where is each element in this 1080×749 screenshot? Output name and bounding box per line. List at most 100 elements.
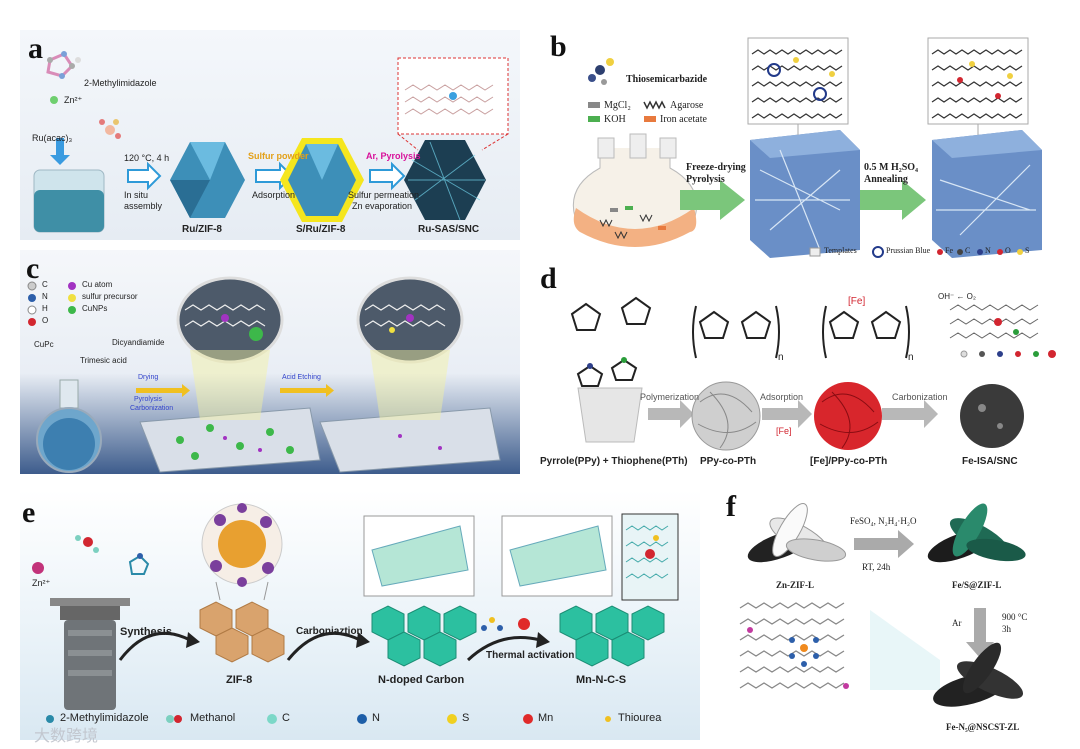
arrow-carbonization (288, 633, 360, 660)
panel-a: a (20, 30, 520, 240)
arrow-annealing-icon (860, 180, 926, 220)
mgcl2-swatch (588, 102, 600, 108)
b-reagent-iron-acetate: Iron acetate (660, 114, 707, 125)
small-molecules-icon (578, 357, 636, 386)
b-reagent-koh: KOH (604, 114, 626, 125)
panel-a-graphic (20, 30, 520, 240)
step3-reagent: Ar, Pyrolysis (366, 151, 421, 161)
f-product-fe-n5: Fe-N₅@NSCST-ZL (946, 722, 1019, 732)
ru-acac-molecule-icon (99, 119, 121, 139)
d-product-ppy-co-pth: PPy-co-PTh (700, 456, 756, 467)
c-legend-cunps: CuNPs (82, 304, 107, 313)
koh-swatch (588, 116, 600, 122)
thiophene-icon (622, 298, 650, 324)
zif8-crystals (200, 602, 284, 662)
c-legend-cu-atom: Cu atom (82, 280, 112, 289)
graphene-inset-1 (748, 38, 848, 124)
product-s-ru-zif8: S/Ru/ZIF-8 (296, 224, 345, 235)
porous-carbon-block-1 (750, 130, 860, 258)
n-doped-carbon-crystals (372, 606, 476, 666)
b-step2-line1: 0.5 M H₂SO₄ (864, 162, 918, 173)
c-legend-c: C (42, 280, 48, 289)
flask-icon (573, 134, 696, 247)
product-ru-zif8: Ru/ZIF-8 (182, 224, 222, 235)
porous-carbon-block-2 (932, 130, 1042, 258)
e-legend-n: N (372, 712, 380, 724)
d-step-adsorption: Adsorption (760, 392, 803, 402)
d-product-fe-isa: Fe-ISA/SNC (962, 456, 1018, 467)
fe-s-zif-l-leaves (924, 499, 1027, 569)
step3-note2: Zn evaporation (352, 201, 412, 211)
iron-acetate-swatch (644, 116, 656, 122)
f-step1-time: RT, 24h (862, 562, 890, 572)
b-legend-c: C (965, 246, 970, 255)
methylimidazole-molecule-icon (130, 553, 148, 574)
e-product-mn-n-c-s: Mn-N-C-S (576, 674, 626, 686)
panel-d: d (530, 262, 1070, 474)
mn-n-c-s-crystals (560, 606, 664, 666)
fe-isa-snc-ball (960, 384, 1024, 448)
reagent-zn: Zn²⁺ (64, 95, 82, 106)
b-legend-s: S (1025, 246, 1029, 255)
arrow-acid-etch (280, 388, 326, 393)
zoom-ellipse-1 (178, 278, 282, 362)
e-legend-mn: Mn (538, 712, 553, 724)
graphene-inset-2 (928, 38, 1028, 124)
d-step-carbonization: Carbonization (892, 392, 948, 402)
f-product-fe-s-zif-l: Fe/S@ZIF-L (952, 580, 1001, 590)
b-reagent-mgcl2: MgCl₂ (604, 100, 631, 111)
legend-templates-swatch (810, 248, 820, 256)
c-legend-o: O (42, 316, 48, 325)
panel-f: f (720, 490, 1070, 745)
methylimidazole-molecule-icon (47, 51, 81, 79)
mn-atom-icon (518, 618, 530, 630)
c-step-pyrolysis: Pyrolysis (134, 396, 162, 403)
autoclave-icon (50, 598, 130, 710)
e-step-thermal: Thermal activation (486, 650, 574, 661)
thiourea-molecule-icon (481, 617, 503, 631)
zn-ion-icon (32, 562, 44, 574)
b-reagent-thiosemicarbazide: Thiosemicarbazide (626, 74, 707, 85)
d-o2-label: OH⁻ ← O₂ (938, 292, 976, 301)
arrow-carbonization (882, 400, 938, 428)
c-step-carbonization: Carbonization (130, 405, 173, 412)
round-flask-icon (37, 380, 101, 472)
c-legend-h: H (42, 304, 48, 313)
methanol-molecule-icon (75, 535, 99, 553)
pyrrole-icon (572, 304, 600, 330)
c-step-drying: Drying (138, 374, 158, 381)
arrow-3-icon (370, 164, 404, 188)
e-legend-c: C (282, 712, 290, 724)
d-fe-mark: [Fe] (848, 296, 865, 307)
beaker-cup-icon (578, 388, 642, 442)
beaker-icon (34, 170, 104, 232)
d-product-fe-ppy: [Fe]/PPy-co-PTh (810, 456, 887, 467)
arrow-polymerization (648, 400, 694, 428)
zn-zif-l-leaves (744, 499, 847, 569)
d-n-sub-1: n (778, 352, 784, 363)
b-legend-templates: Templates (824, 246, 857, 255)
arrow-adsorption (762, 400, 812, 428)
arrow-1-icon (128, 164, 160, 188)
b-step1-line1: Freeze-drying (686, 162, 746, 173)
thiosemicarbazide-molecule-icon (588, 58, 614, 85)
b-step1-line2: Pyrolysis (686, 174, 725, 185)
c-legend-n: N (42, 292, 48, 301)
b-step2-line2: Annealing (864, 174, 908, 185)
d-product-pyrrole: Pyrrole(PPy) + Thiophene(PTh) (540, 456, 688, 467)
step2-reagent: Sulfur powder (248, 151, 309, 161)
e-step-synthesis: Synthesis (120, 626, 172, 638)
e-product-n-doped: N-doped Carbon (378, 674, 464, 686)
e-legend-s: S (462, 712, 469, 724)
reagent-2-methylimidazole: 2-Methylimidazole (84, 78, 157, 88)
panel-d-graphic (530, 262, 1070, 474)
d-step-fe: [Fe] (776, 426, 792, 436)
b-legend-prussian: Prussian Blue (886, 246, 930, 255)
e-zn: Zn²⁺ (32, 578, 50, 589)
watermark: 大数跨境 (34, 722, 98, 746)
e-legend-methanol: Methanol (190, 712, 235, 724)
fe-n5-lattice (740, 603, 844, 688)
agarose-icon (644, 102, 665, 108)
c-reagent-dicyandiamide: Dicyandiamide (112, 338, 164, 347)
d-step-polymerization: Polymerization (640, 392, 699, 402)
